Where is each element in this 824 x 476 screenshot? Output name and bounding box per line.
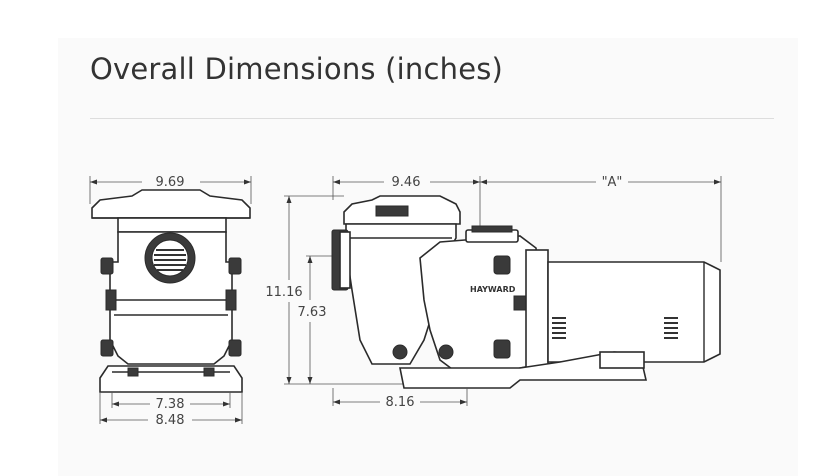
- side-view: 9.46 "A" 11.16 7.63 HAYWARD: [265, 175, 722, 410]
- brand-label: HAYWARD: [470, 285, 516, 294]
- front-base-outer-label: 8.48: [156, 413, 185, 428]
- page-title: Overall Dimensions (inches): [90, 52, 504, 86]
- front-top-width-label: 9.69: [156, 175, 185, 190]
- front-base-inner-label: 7.38: [156, 397, 185, 412]
- side-overall-length-label: "A": [602, 175, 623, 190]
- title-divider: [90, 118, 774, 119]
- side-base-length-label: 8.16: [386, 395, 415, 410]
- side-overall-height-label: 11.16: [265, 285, 302, 300]
- side-inlet-height-label: 7.63: [298, 305, 327, 320]
- side-top-length-label: 9.46: [392, 175, 421, 190]
- front-view: 9.69: [89, 175, 252, 428]
